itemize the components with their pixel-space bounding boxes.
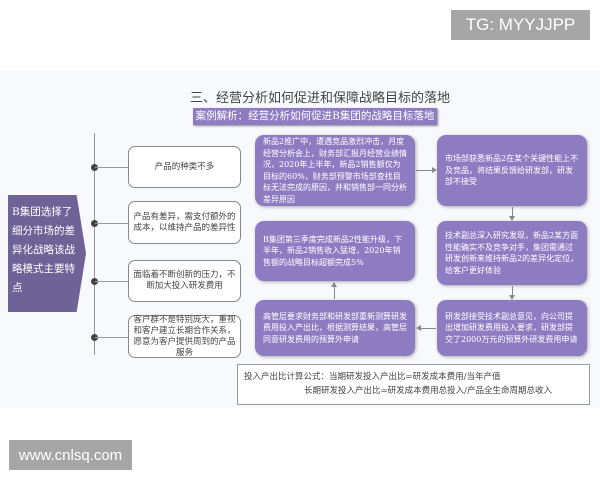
feature-box: 客户群不是特别庞大，重视和客户建立长期合作关系，愿意为客户提供周到的产品服务	[128, 315, 241, 358]
flow-step-3: 技术副总深入研究发现，新品2某方面性能确实不及竞争对手，集团需通过研发创新来维持…	[437, 221, 587, 285]
formula-box: 投入产出比计算公式：当期研发投入产出比=研发成本费用/当年产值 长期研发投入产出…	[237, 364, 590, 405]
flow-step-1: 新品2推广中，遭遇竞品激烈冲击，月度经营分析会上，财务部汇报月经营业绩情况，20…	[255, 135, 415, 206]
arrow-head	[509, 216, 515, 221]
flow-step-4: 研发部接受技术副总意见，向公司提出增加研发费用投入要求，研发部提交了2000万元…	[437, 300, 587, 356]
arrow-left	[420, 328, 436, 329]
connector	[95, 223, 128, 224]
strategy-label: B集团选择了细分市场的差异化战略该战略模式主要特点	[8, 195, 86, 312]
formula-label: 投入产出比计算公式：	[244, 372, 330, 382]
connector	[95, 337, 128, 338]
arrow-down	[512, 207, 513, 217]
connector	[95, 281, 128, 282]
timeline-line	[94, 133, 95, 355]
slide-subtitle: 案例解析：经营分析如何促进B集团的战略目标落地	[193, 108, 437, 125]
flow-step-6: B集团第三季度完成新品2性能升级，下半年，新品2销售收入猛增，2020年销售额的…	[255, 221, 415, 281]
timeline-dot	[91, 164, 98, 171]
feature-box: 产品有差异，需支付额外的成本，以维持产品的差异性	[128, 201, 241, 244]
arrow-right	[416, 170, 433, 171]
arrow-head	[509, 295, 515, 300]
timeline-dot	[91, 220, 98, 227]
feature-box: 产品的种类不多	[128, 146, 241, 188]
formula-line-1: 当期研发投入产出比=研发成本费用/当年产值	[329, 372, 501, 382]
arrow-up	[334, 286, 335, 299]
arrow-down	[512, 286, 513, 296]
slide: 三、经营分析如何促进和保障战略目标的落地 案例解析：经营分析如何促进B集团的战略…	[0, 71, 600, 408]
arrow-head	[331, 282, 337, 287]
timeline-dot	[91, 334, 98, 341]
slide-title: 三、经营分析如何促进和保障战略目标的落地	[189, 91, 450, 106]
formula-line-2: 长期研发投入产出比=研发成本费用总投入/产品全生命周期总收入	[304, 386, 552, 396]
site-watermark: www.cnlsq.com	[9, 440, 132, 470]
tg-watermark: TG: MYYJJPP	[451, 10, 590, 40]
feature-box: 面临着不断创新的压力，不断加大投入研发费用	[128, 260, 241, 302]
arrow-head	[432, 167, 437, 173]
flow-step-2: 市场部获悉新品2在某个关键性能上不及竞品，将结果反馈给研发部，研发部不接受	[437, 135, 587, 206]
flow-step-5: 高管层要求财务部和研发部重新测算研发费用投入产出比，根据测算结果，高管层同意研发…	[255, 300, 415, 356]
timeline-dot	[91, 278, 98, 285]
connector	[95, 167, 128, 168]
arrow-head	[416, 325, 421, 331]
